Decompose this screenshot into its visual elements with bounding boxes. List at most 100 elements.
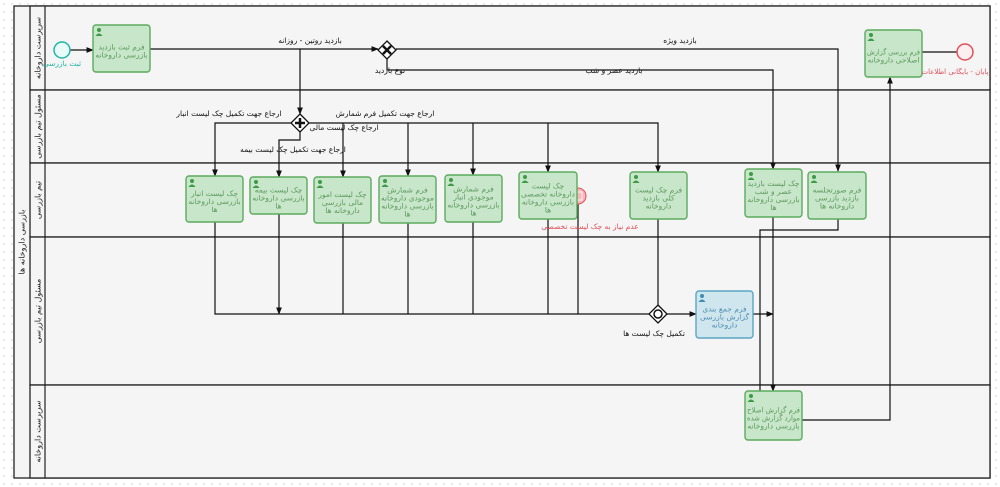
edge-label-evening: بازدید عصر و شب — [586, 66, 643, 75]
edge-label-ref-insurance: ارجاع جهت تکمیل چک لیست بیمه — [240, 145, 346, 154]
start-event[interactable] — [53, 41, 71, 59]
start-event-label: ثبت بازرسی — [43, 59, 81, 68]
sequence-flow[interactable] — [212, 122, 300, 177]
user-icon — [810, 175, 818, 183]
edge-label-routine: بازدید روتین - روزانه — [278, 36, 342, 45]
user-icon — [252, 180, 260, 188]
task-label-line: فرم چک لیست — [635, 186, 683, 195]
sequence-flow[interactable] — [759, 219, 839, 391]
task-label-line: چک لیست امور — [317, 190, 367, 199]
sequence-flow[interactable] — [214, 222, 649, 315]
task-label-line: بازرسی داروخانه — [381, 202, 433, 211]
edge-label-special: بازدید ویژه — [663, 36, 697, 45]
task-label-line: ها — [211, 205, 217, 214]
user-icon — [381, 179, 389, 187]
task-label-line: بازرسی داروخانه — [447, 201, 499, 210]
task-label-line: داروخانه ها — [325, 206, 359, 215]
task-label-line: مالی بازرسی — [322, 198, 363, 207]
user-icon — [867, 33, 875, 41]
user-icon — [188, 179, 196, 187]
task-label-line: ها — [275, 202, 281, 211]
task-label-line: فرم بررسی گزارش — [867, 48, 920, 57]
sequence-flow[interactable] — [300, 122, 661, 173]
task-label-line: ها — [545, 206, 551, 215]
task-label-line: چک لیست — [532, 182, 565, 191]
task-label-line: داروخانه — [646, 202, 672, 211]
task-label-line: داروخانه ها — [820, 202, 854, 211]
task-label-line: بازرسی داروخانه — [188, 197, 240, 206]
user-icon — [316, 180, 324, 188]
task-label-line: فرم گزارش اصلاح — [747, 406, 800, 415]
task-label-line: بازرسی داروخانه — [252, 194, 304, 203]
task-label-line: گزارش بازرسی — [700, 313, 750, 322]
gateway-label: تکمیل چک لیست ها — [623, 329, 685, 338]
lane-l4 — [29, 236, 991, 386]
task-label-line: بازرسی داروخانه — [747, 422, 799, 431]
inclusive-gateway-join[interactable] — [648, 304, 668, 324]
gateway-label: نوع بازدید — [375, 66, 405, 75]
task-label-line: بازرسی داروخانه — [522, 198, 574, 207]
lane-title: مسئول تیم بازرسی — [34, 94, 43, 159]
exclusive-gateway-visit-type[interactable] — [377, 40, 397, 60]
task-label-line: اصلاحی داروخانه — [868, 56, 920, 65]
sequence-flow[interactable] — [276, 132, 301, 178]
task-label-line: فرم شمارش — [387, 186, 428, 195]
task-label-line: فرم شمارش — [453, 185, 494, 194]
sequence-flow[interactable] — [386, 59, 776, 170]
user-icon — [747, 394, 755, 402]
user-icon — [698, 294, 706, 302]
task-label-line: موجودی انبار — [452, 193, 493, 202]
user-icon — [747, 172, 755, 180]
task-label-line: فرم جمع بندی — [702, 305, 747, 314]
user-icon — [95, 28, 103, 36]
end-event[interactable] — [956, 43, 974, 61]
task-label-line: چک لیست بازدید — [747, 179, 799, 188]
task-label-line: داروخانه — [712, 321, 738, 330]
task-label-line: کلی بازدید — [642, 194, 674, 203]
lane-title: مسئول تیم بازرسی — [34, 279, 43, 344]
lane-l2 — [29, 89, 991, 164]
user-icon — [521, 175, 529, 183]
pool-title: بازرسی داروخانه ها — [18, 210, 27, 275]
task-label-line: ها — [404, 210, 410, 219]
boundary-event-label: عدم نیاز به چک لیست تخصصی — [541, 222, 638, 231]
edge-label-ref-count: ارجاع جهت تکمیل فرم شمارش — [336, 109, 435, 118]
task-label-line: ها — [770, 203, 776, 212]
task-label-line: فرم ثبت بازدید — [98, 43, 145, 52]
task-label-line: موجودی داروخانه — [381, 194, 434, 203]
task-label-line: ها — [470, 209, 476, 218]
task-label-line: عصر و شب — [755, 187, 792, 196]
lane-l1 — [29, 5, 991, 91]
task-label-line: چک لیست انبار — [190, 189, 238, 198]
sequence-flow[interactable] — [802, 76, 893, 421]
parallel-gateway-fork[interactable] — [290, 113, 310, 133]
sequence-flow[interactable] — [396, 48, 841, 172]
user-icon — [632, 175, 640, 183]
task-label-line: چک لیست بیمه — [255, 186, 303, 195]
